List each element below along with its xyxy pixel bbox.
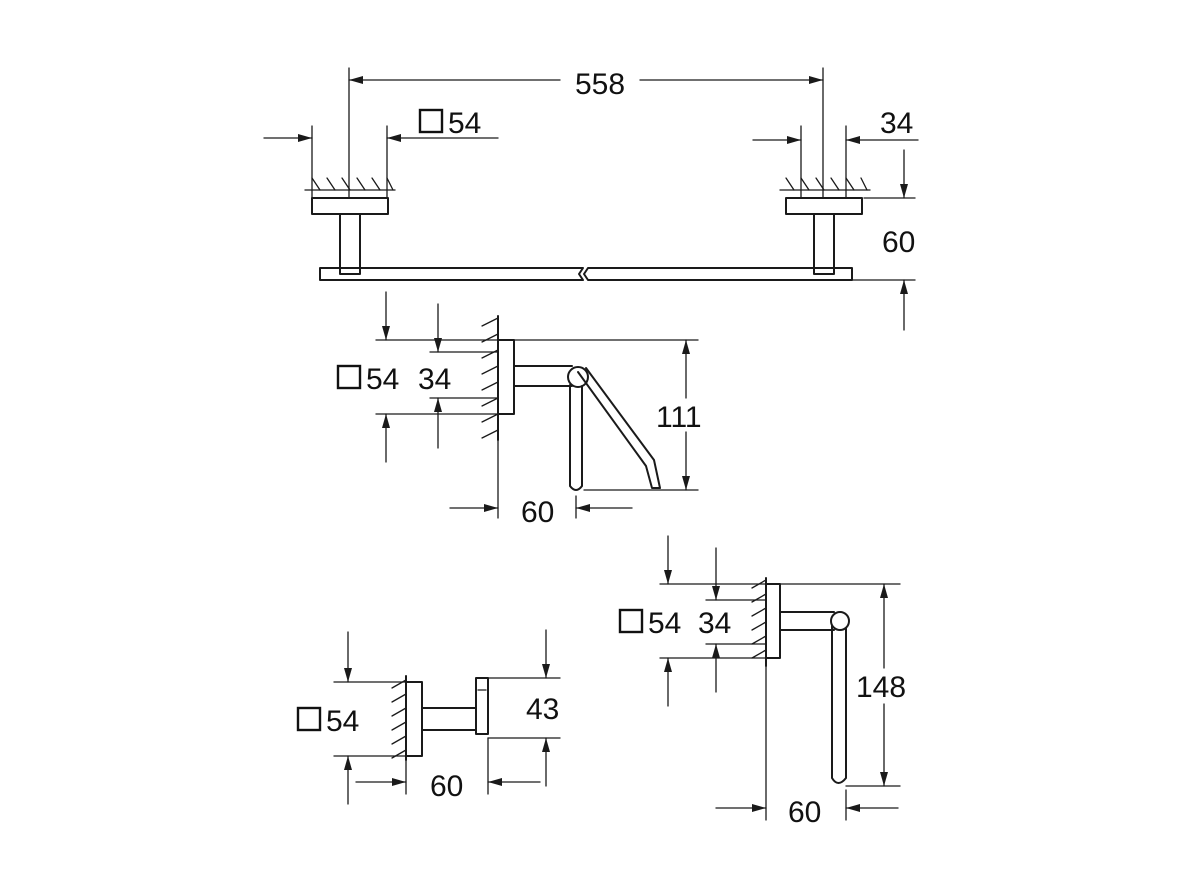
hook-cap <box>475 677 489 735</box>
roll-rod <box>569 384 583 491</box>
paper-holder-height-label: 111 <box>656 401 702 434</box>
ring-rod <box>831 625 847 784</box>
paper-holder-rosette-label: 54 <box>366 363 399 396</box>
towel-ring-height-label: 148 <box>856 671 906 704</box>
wall-hatch-left <box>304 177 396 191</box>
towel-bar-rosette-label: 54 <box>448 107 481 140</box>
paper-holder-rosette <box>497 339 515 415</box>
square-symbol-icon <box>296 706 322 732</box>
square-symbol-icon <box>618 608 644 634</box>
hook-view: 54 43 60 <box>296 629 561 805</box>
wall-hatch-paper-holder <box>481 317 499 439</box>
hook-height-label: 43 <box>526 693 559 726</box>
hook-rosette-label: 54 <box>326 705 359 738</box>
towel-bar-view: 558 54 34 60 <box>263 67 919 331</box>
towel-bar-projection-label: 60 <box>882 226 915 259</box>
paper-holder-projection-label: 60 <box>521 496 554 529</box>
hook-projection-label: 60 <box>430 770 463 803</box>
bar-right-half <box>583 267 853 281</box>
cover-flap <box>577 367 661 489</box>
towel-ring-projection-label: 60 <box>788 796 821 829</box>
square-symbol-icon <box>336 364 362 390</box>
paper-holder-width-label: 34 <box>418 363 451 396</box>
post-left <box>339 213 361 275</box>
towel-bar-width-label: 34 <box>880 107 913 140</box>
towel-ring-view: 54 34 148 60 <box>618 535 906 829</box>
paper-holder-view: 54 34 111 60 <box>336 291 702 529</box>
towel-ring-width-label: 34 <box>698 607 731 640</box>
rosette-left <box>311 197 389 215</box>
rosette-right <box>785 197 863 215</box>
post-right <box>813 213 835 275</box>
wall-hatch-towel-ring <box>751 579 767 659</box>
towel-ring-rosette <box>765 583 781 659</box>
square-symbol-icon <box>418 108 444 134</box>
pivot-icon <box>567 366 589 388</box>
wall-hatch-right <box>779 177 871 191</box>
towel-bar-length-label: 558 <box>575 68 625 101</box>
wall-hatch-hook <box>391 679 407 759</box>
ring-pivot-icon <box>830 611 850 631</box>
bar-left-half <box>319 267 584 281</box>
towel-ring-rosette-label: 54 <box>648 607 681 640</box>
hook-rosette <box>405 681 423 757</box>
